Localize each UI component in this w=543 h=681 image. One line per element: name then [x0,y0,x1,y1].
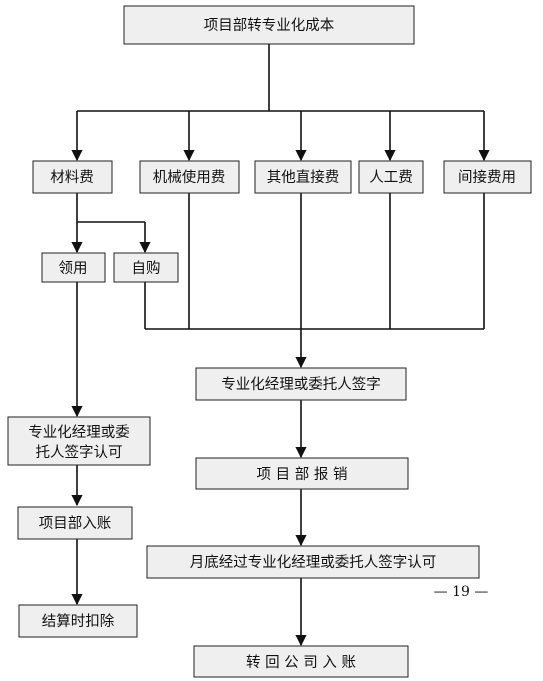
node-labor: 人工费 [358,160,424,194]
svg-text:间接费用: 间接费用 [458,169,516,186]
svg-text:材料费: 材料费 [50,169,94,186]
node-month-end: 月底经过专业化经理或委托人签字认可 [146,545,480,579]
node-top: 项目部转专业化成本 [123,5,415,45]
svg-text:托人签字认可: 托人签字认可 [36,444,123,461]
node-settle-deduct: 结算时扣除 [18,604,138,638]
node-company-entry: 转 回 公 司 入 账 [193,645,409,678]
page-number: — 19 — [434,584,489,600]
connectors [71,44,490,647]
svg-text:项目部转专业化成本: 项目部转专业化成本 [204,17,335,34]
svg-text:专业化经理或委: 专业化经理或委 [28,424,130,441]
node-sign-left: 专业化经理或委 托人签字认可 [7,416,151,466]
svg-text:自购: 自购 [132,260,161,277]
svg-text:项 目 部 报 销: 项 目 部 报 销 [257,466,348,483]
svg-text:项目部入账: 项目部入账 [39,515,112,532]
svg-text:转 回 公 司 入 账: 转 回 公 司 入 账 [246,654,356,671]
svg-text:机械使用费: 机械使用费 [153,169,226,186]
svg-text:结算时扣除: 结算时扣除 [42,613,115,630]
node-other-direct: 其他直接费 [254,160,352,194]
node-requisition: 领用 [41,252,106,283]
svg-text:领用: 领用 [59,260,88,277]
node-materials: 材料费 [32,160,113,194]
node-reimburse: 项 目 部 报 销 [195,457,409,490]
svg-text:专业化经理或委托人签字: 专业化经理或委托人签字 [221,376,381,393]
node-indirect: 间接费用 [443,160,532,194]
svg-text:人工费: 人工费 [369,169,413,186]
svg-text:月底经过专业化经理或委托人签字认可: 月底经过专业化经理或委托人签字认可 [190,554,437,571]
node-sign-main: 专业化经理或委托人签字 [195,367,407,401]
node-self-purchase: 自购 [113,252,179,283]
svg-text:其他直接费: 其他直接费 [267,169,340,186]
node-dept-entry: 项目部入账 [17,506,133,540]
node-machinery: 机械使用费 [139,160,240,194]
